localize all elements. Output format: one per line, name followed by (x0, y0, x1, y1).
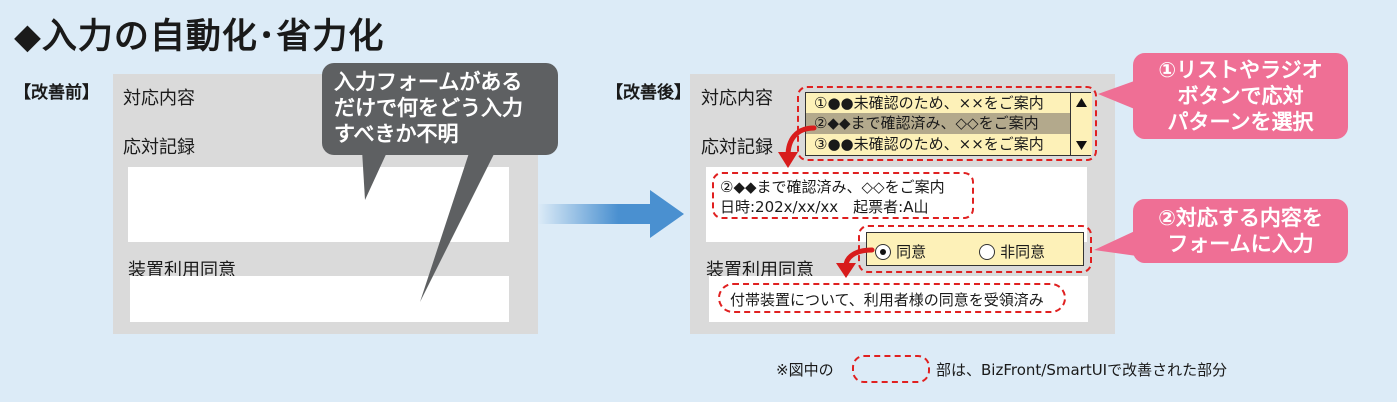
footnote-prefix: ※図中の (776, 361, 834, 379)
after-label-content: 対応内容 (701, 88, 773, 109)
list-option[interactable]: ①●●未確認のため、××をご案内 (814, 94, 1044, 112)
after-tag: 【改善後】 (606, 83, 691, 103)
before-label-content: 対応内容 (123, 88, 195, 109)
consent-text: 付帯装置について、利用者様の同意を受領済み (730, 291, 1044, 309)
callout-pointer-consent (420, 150, 496, 302)
arrow-down-icon (836, 263, 856, 278)
radio-disagree-label: 非同意 (1000, 243, 1046, 261)
consent-highlight (718, 283, 1066, 313)
scroll-down-icon[interactable] (1076, 141, 1087, 150)
footnote-dashed-sample (852, 355, 930, 383)
before-label-consent: 装置利用同意 (128, 260, 236, 281)
radio-highlight (858, 225, 1092, 273)
list-option[interactable]: ③●●未確認のため、××をご案内 (814, 135, 1044, 153)
after-label-record: 応対記録 (701, 137, 773, 158)
record-highlight (712, 172, 974, 219)
radio-checked-icon[interactable] (875, 243, 891, 260)
transition-arrow-icon (538, 190, 684, 238)
callout-select-pattern: ①リストやラジオ ボタンで応対 パターンを選択 (1133, 53, 1348, 139)
before-callout: 入力フォームがある だけで何をどう入力 すべきか不明 (322, 63, 558, 155)
radio-agree[interactable]: 同意 (875, 241, 926, 262)
before-tag: 【改善前】 (14, 83, 99, 103)
record-line-1: ②◆◆まで確認済み、◇◇をご案内 (720, 178, 945, 196)
before-consent-field[interactable] (130, 276, 509, 322)
callout-input-content: ②対応する内容を フォームに入力 (1133, 199, 1348, 263)
record-line-2: 日時:202x/xx/xx 起票者:A山 (720, 198, 929, 216)
callout-pointer-record (362, 150, 388, 200)
footnote-suffix: 部は、BizFront/SmartUIで改善された部分 (936, 361, 1228, 379)
page-title: ◆入力の自動化･省力化 (14, 17, 385, 57)
after-record-field[interactable] (706, 167, 1087, 242)
after-label-consent: 装置利用同意 (706, 260, 814, 281)
listbox-highlight (797, 86, 1097, 161)
listbox-scrollbar[interactable] (1070, 93, 1092, 155)
radio-disagree[interactable]: 非同意 (979, 241, 1045, 262)
consent-radio-group: 同意 非同意 (866, 232, 1084, 266)
radio-unchecked-icon[interactable] (979, 243, 995, 260)
before-label-record: 応対記録 (123, 137, 195, 158)
arrow-down-icon (778, 152, 798, 168)
list-option-selected[interactable]: ②◆◆まで確認済み、◇◇をご案内 (806, 113, 1070, 134)
response-listbox[interactable]: ①●●未確認のため、××をご案内 ②◆◆まで確認済み、◇◇をご案内 ③●●未確認… (805, 92, 1092, 156)
radio-agree-label: 同意 (896, 243, 927, 261)
scroll-up-icon[interactable] (1076, 98, 1087, 107)
